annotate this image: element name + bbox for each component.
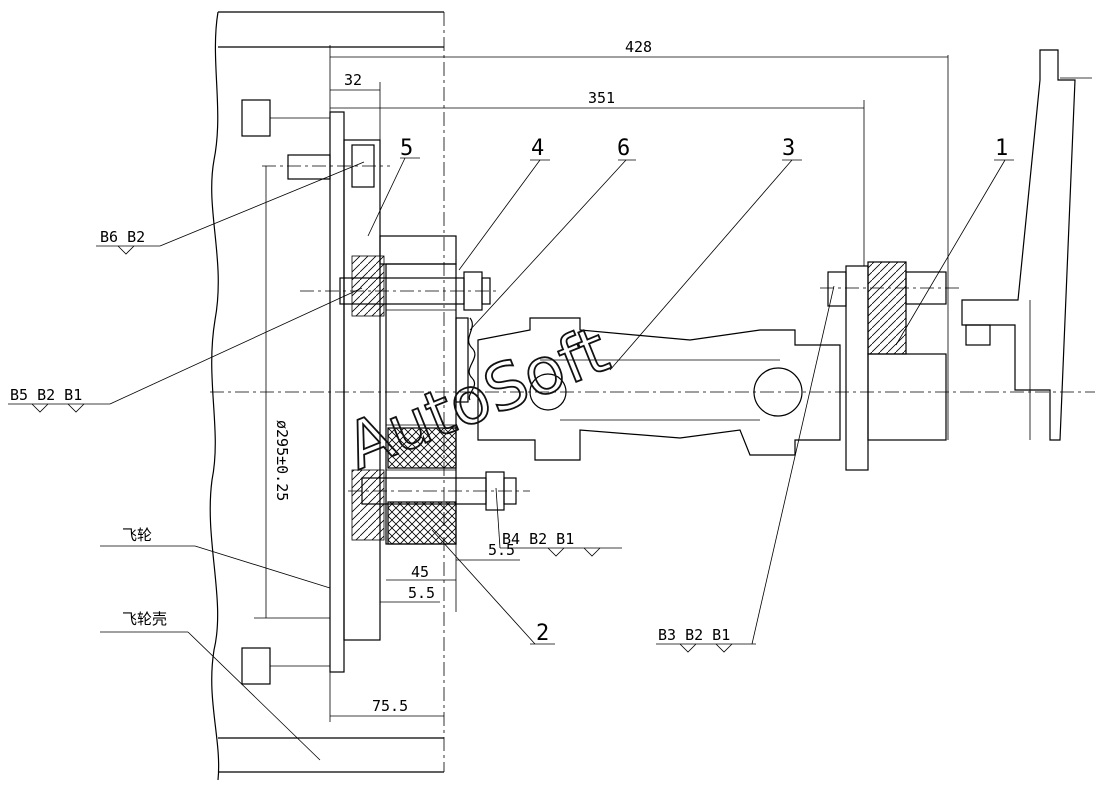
drive-shaft-body bbox=[477, 317, 841, 461]
hub-hatch-top bbox=[351, 255, 385, 317]
housing-boss-bottom bbox=[241, 647, 271, 685]
leader-3 bbox=[609, 159, 793, 371]
flywheel-housing-outline bbox=[209, 11, 220, 781]
leader-1 bbox=[895, 159, 1006, 346]
coupling-plate bbox=[455, 317, 469, 403]
dim-5-5b: 5.5 bbox=[408, 584, 435, 602]
pump-seal bbox=[965, 324, 991, 346]
leader-flywheel-housing bbox=[187, 631, 321, 761]
leader-b4b2b1-tick1 bbox=[547, 547, 565, 557]
label-flywheel-housing: 飞轮壳 bbox=[122, 610, 167, 628]
dim-32: 32 bbox=[344, 71, 362, 89]
label-flywheel: 飞轮 bbox=[122, 526, 152, 544]
leader-2 bbox=[431, 529, 536, 645]
pump-flange-hub bbox=[867, 353, 947, 441]
part-number-5: 5 bbox=[400, 136, 413, 161]
leader-b5b2b1-tick2 bbox=[67, 403, 85, 413]
pump-housing bbox=[961, 49, 1076, 441]
part-number-1: 1 bbox=[995, 136, 1008, 161]
leader-5 bbox=[367, 157, 406, 237]
part-number-6: 6 bbox=[617, 136, 630, 161]
leader-b3b2b1-tick2 bbox=[715, 643, 733, 653]
dim-428: 428 bbox=[625, 38, 652, 56]
callout-b3-b2-b1: B3 B2 B1 bbox=[658, 626, 730, 644]
callout-b5-b2-b1: B5 B2 B1 bbox=[10, 386, 82, 404]
housing-boss-top-2 bbox=[287, 154, 331, 180]
dim-diameter: ø295±0.25 bbox=[273, 420, 291, 501]
flywheel-hub bbox=[343, 139, 381, 641]
leader-b3b2b1-tick1 bbox=[679, 643, 697, 653]
leader-b4b2b1-tick2 bbox=[583, 547, 601, 557]
dim-45: 45 bbox=[411, 563, 429, 581]
pump-flange-plate bbox=[845, 265, 869, 471]
leader-b6b2-tick bbox=[117, 245, 135, 255]
pump-flange-hatch bbox=[867, 261, 907, 355]
pump-bolt-top bbox=[827, 271, 847, 307]
leader-b4b2b1 bbox=[495, 487, 501, 549]
part-number-2: 2 bbox=[536, 621, 549, 646]
elastic-element-bottom bbox=[387, 501, 457, 545]
hub-hatch-bottom bbox=[351, 469, 385, 541]
chain-coupling bbox=[467, 317, 476, 401]
part-number-3: 3 bbox=[782, 136, 795, 161]
leader-4 bbox=[458, 159, 541, 271]
housing-boss-top bbox=[241, 99, 271, 137]
dim-351: 351 bbox=[588, 89, 615, 107]
adapter-disk bbox=[379, 235, 457, 265]
leader-b6b2 bbox=[159, 161, 365, 247]
callout-b6-b2: B6 B2 bbox=[100, 228, 145, 246]
leader-flywheel bbox=[194, 545, 331, 589]
leader-6 bbox=[469, 159, 627, 331]
leader-b5b2b1 bbox=[109, 287, 363, 405]
callout-b4-b2-b1: B4 B2 B1 bbox=[502, 530, 574, 548]
dim-5-5a: 5.5 bbox=[488, 541, 515, 559]
part-number-4: 4 bbox=[531, 136, 544, 161]
watermark: AutoSoft bbox=[336, 313, 619, 485]
leader-b3b2b1 bbox=[751, 285, 835, 645]
elastic-element-top bbox=[387, 427, 457, 469]
dim-75-5: 75.5 bbox=[372, 697, 408, 715]
leader-b5b2b1-tick1 bbox=[31, 403, 49, 413]
